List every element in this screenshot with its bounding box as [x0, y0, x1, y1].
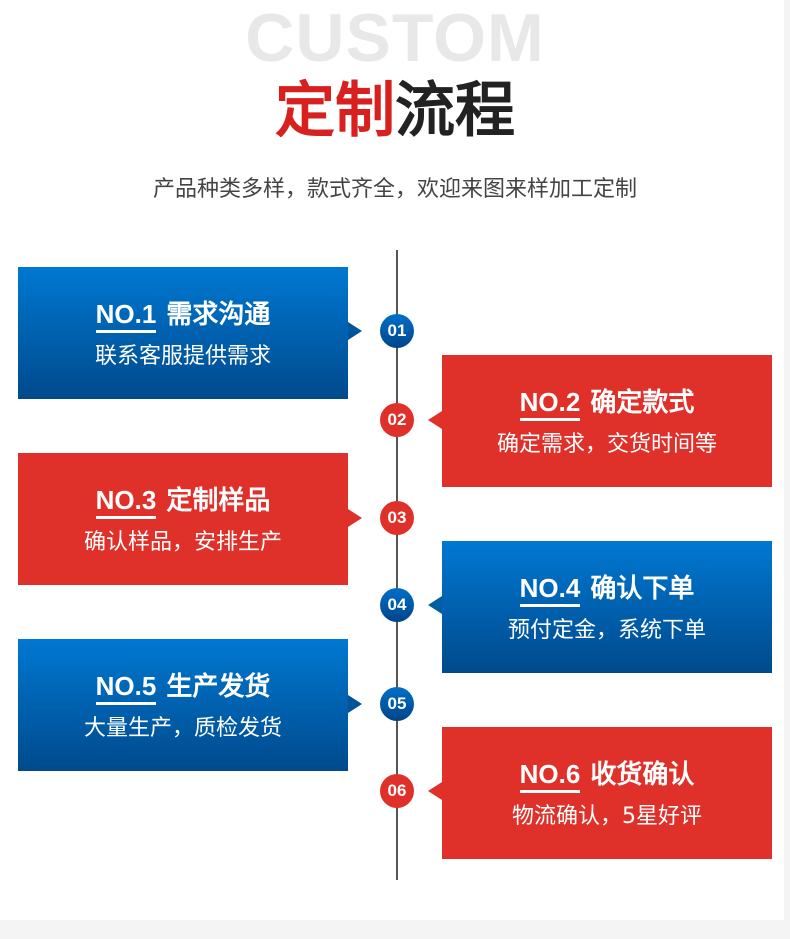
- step-card-2: NO.2 确定款式 确定需求，交货时间等: [428, 355, 772, 487]
- step-number: NO.6: [519, 759, 581, 793]
- step-badge-3: 03: [380, 501, 414, 535]
- page-title: 定制流程: [0, 76, 790, 146]
- step-desc: 物流确认，5星好评: [512, 804, 702, 829]
- arrow-right-icon: [348, 509, 362, 527]
- step-badge-1: 01: [380, 314, 414, 348]
- step-desc: 确认样品，安排生产: [83, 530, 282, 555]
- step-number: NO.5: [95, 671, 157, 705]
- step-title: 生产发货: [166, 672, 271, 702]
- step-title: 确定款式: [590, 388, 695, 418]
- step-title: 需求沟通: [166, 300, 271, 330]
- step-card-6: NO.6 收货确认 物流确认，5星好评: [428, 727, 772, 859]
- arrow-right-icon: [348, 695, 362, 713]
- timeline-line: [396, 250, 398, 880]
- step-card-1: NO.1 需求沟通 联系客服提供需求: [18, 267, 362, 399]
- step-badge-4: 04: [380, 588, 414, 622]
- step-title: 定制样品: [166, 486, 271, 516]
- footer-strip: [0, 920, 790, 939]
- step-card-4: NO.4 确认下单 预付定金，系统下单: [428, 541, 772, 673]
- step-number: NO.1: [95, 299, 157, 333]
- step-desc: 确定需求，交货时间等: [496, 432, 717, 457]
- arrow-left-icon: [428, 596, 442, 614]
- step-title: 确认下单: [590, 574, 695, 604]
- page-subtitle: 产品种类多样，款式齐全，欢迎来图来样加工定制: [152, 177, 637, 202]
- title-dark: 流程: [395, 76, 515, 146]
- background-word: CUSTOM: [245, 0, 545, 76]
- step-desc: 大量生产，质检发货: [83, 716, 282, 741]
- step-number: NO.2: [519, 387, 581, 421]
- step-number: NO.3: [95, 485, 157, 519]
- edge-strip: [784, 0, 790, 920]
- step-desc: 联系客服提供需求: [94, 344, 271, 369]
- title-red: 定制: [275, 76, 395, 146]
- arrow-left-icon: [428, 411, 442, 429]
- step-card-5: NO.5 生产发货 大量生产，质检发货: [18, 639, 362, 771]
- step-badge-5: 05: [380, 687, 414, 721]
- arrow-left-icon: [428, 782, 442, 800]
- step-card-3: NO.3 定制样品 确认样品，安排生产: [18, 453, 362, 585]
- arrow-right-icon: [348, 322, 362, 340]
- step-badge-2: 02: [380, 403, 414, 437]
- step-badge-6: 06: [380, 774, 414, 808]
- step-title: 收货确认: [590, 760, 695, 790]
- step-number: NO.4: [519, 573, 581, 607]
- step-desc: 预付定金，系统下单: [507, 618, 706, 643]
